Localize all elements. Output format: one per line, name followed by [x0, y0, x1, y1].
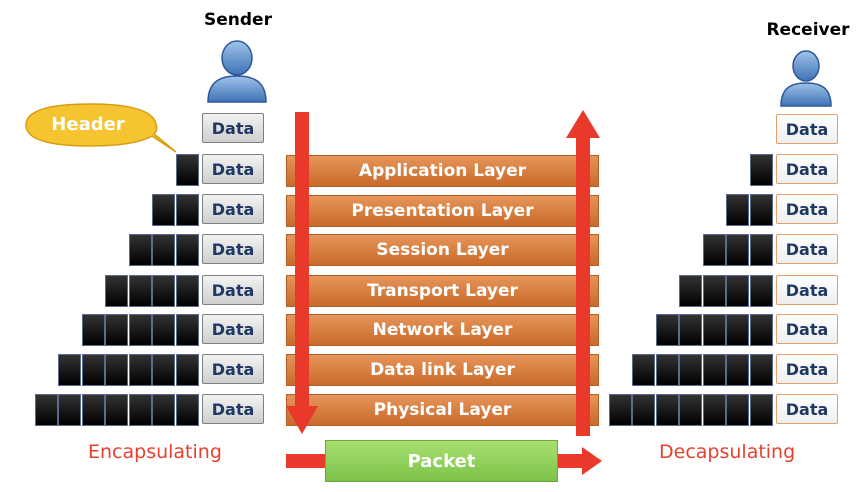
layer-transport: Transport Layer — [286, 275, 599, 307]
receiver-header-block — [726, 275, 749, 307]
receiver-header-block — [726, 314, 749, 346]
sender-header-block — [58, 354, 81, 386]
receiver-label: Receiver — [766, 20, 850, 40]
receiver-header-block — [702, 234, 726, 266]
sender-data-box: Data — [202, 194, 264, 224]
receiver-header-block — [679, 275, 702, 307]
sender-header-block — [175, 354, 199, 386]
receiver-header-block — [608, 394, 632, 426]
receiver-header-block — [679, 314, 702, 346]
sender-header-block — [81, 354, 105, 386]
sender-data-box: Data — [202, 354, 264, 384]
receiver-user-icon — [780, 50, 832, 107]
sender-header-block — [34, 394, 58, 426]
sender-header-block — [175, 314, 199, 346]
sender-header-block — [128, 314, 152, 346]
sender-header-block — [81, 394, 105, 426]
sender-data-box: Data — [202, 154, 264, 184]
down-arrow-icon — [286, 112, 318, 434]
receiver-header-block — [726, 354, 749, 386]
sender-header-block — [81, 314, 105, 346]
sender-data-box: Data — [202, 314, 264, 344]
receiver-header-block — [679, 354, 702, 386]
right-arrow-icon — [558, 447, 602, 475]
sender-header-block — [128, 275, 152, 307]
receiver-header-block — [632, 354, 655, 386]
sender-data-box: Data — [202, 234, 264, 264]
layer-session: Session Layer — [286, 234, 599, 266]
receiver-header-block — [702, 314, 726, 346]
receiver-data-box: Data — [776, 194, 838, 224]
receiver-header-block — [702, 275, 726, 307]
receiver-header-block — [655, 354, 679, 386]
sender-header-block — [128, 354, 152, 386]
receiver-header-block — [702, 394, 726, 426]
receiver-header-block — [679, 394, 702, 426]
right-arrow-icon — [286, 454, 326, 468]
receiver-header-block — [726, 194, 749, 226]
header-callout-bubble — [25, 103, 177, 153]
receiver-header-block — [655, 394, 679, 426]
receiver-data-box: Data — [776, 114, 838, 144]
receiver-header-block — [749, 394, 773, 426]
receiver-data-box: Data — [776, 314, 838, 344]
sender-header-block — [152, 354, 175, 386]
receiver-header-block — [655, 314, 679, 346]
receiver-header-block — [749, 275, 773, 307]
sender-header-block — [152, 275, 175, 307]
layer-physical: Physical Layer — [286, 394, 599, 426]
sender-data-box: Data — [202, 113, 264, 143]
sender-header-block — [175, 154, 199, 186]
receiver-header-block — [749, 154, 773, 186]
sender-header-block — [175, 394, 199, 426]
sender-header-block — [58, 394, 81, 426]
sender-header-block — [105, 394, 128, 426]
receiver-header-block — [749, 194, 773, 226]
receiver-data-box: Data — [776, 154, 838, 184]
sender-header-block — [152, 314, 175, 346]
receiver-data-box: Data — [776, 354, 838, 384]
receiver-header-block — [749, 314, 773, 346]
sender-label: Sender — [204, 10, 272, 30]
encapsulating-caption: Encapsulating — [88, 441, 222, 463]
sender-header-block — [128, 394, 152, 426]
receiver-header-block — [749, 234, 773, 266]
sender-header-block — [175, 275, 199, 307]
sender-header-block — [105, 275, 128, 307]
sender-header-block — [152, 394, 175, 426]
receiver-header-block — [726, 394, 749, 426]
decapsulating-caption: Decapsulating — [659, 441, 796, 463]
sender-header-block — [175, 194, 199, 226]
sender-header-block — [105, 354, 128, 386]
sender-header-block — [128, 234, 152, 266]
layer-network: Network Layer — [286, 314, 599, 346]
sender-header-block — [152, 194, 175, 226]
layer-presentation: Presentation Layer — [286, 195, 599, 227]
sender-header-block — [105, 314, 128, 346]
receiver-header-block — [726, 234, 749, 266]
receiver-header-block — [632, 394, 655, 426]
header-callout-text: Header — [51, 114, 125, 135]
sender-data-box: Data — [202, 394, 264, 424]
receiver-header-block — [749, 354, 773, 386]
layer-application: Application Layer — [286, 155, 599, 187]
sender-user-icon — [207, 40, 267, 103]
sender-data-box: Data — [202, 275, 264, 305]
receiver-data-box: Data — [776, 234, 838, 264]
layer-data-link: Data link Layer — [286, 354, 599, 386]
receiver-header-block — [702, 354, 726, 386]
sender-header-block — [175, 234, 199, 266]
packet-box: Packet — [325, 440, 558, 482]
receiver-data-box: Data — [776, 275, 838, 305]
up-arrow-icon — [566, 110, 600, 436]
receiver-data-box: Data — [776, 394, 838, 424]
sender-header-block — [152, 234, 175, 266]
